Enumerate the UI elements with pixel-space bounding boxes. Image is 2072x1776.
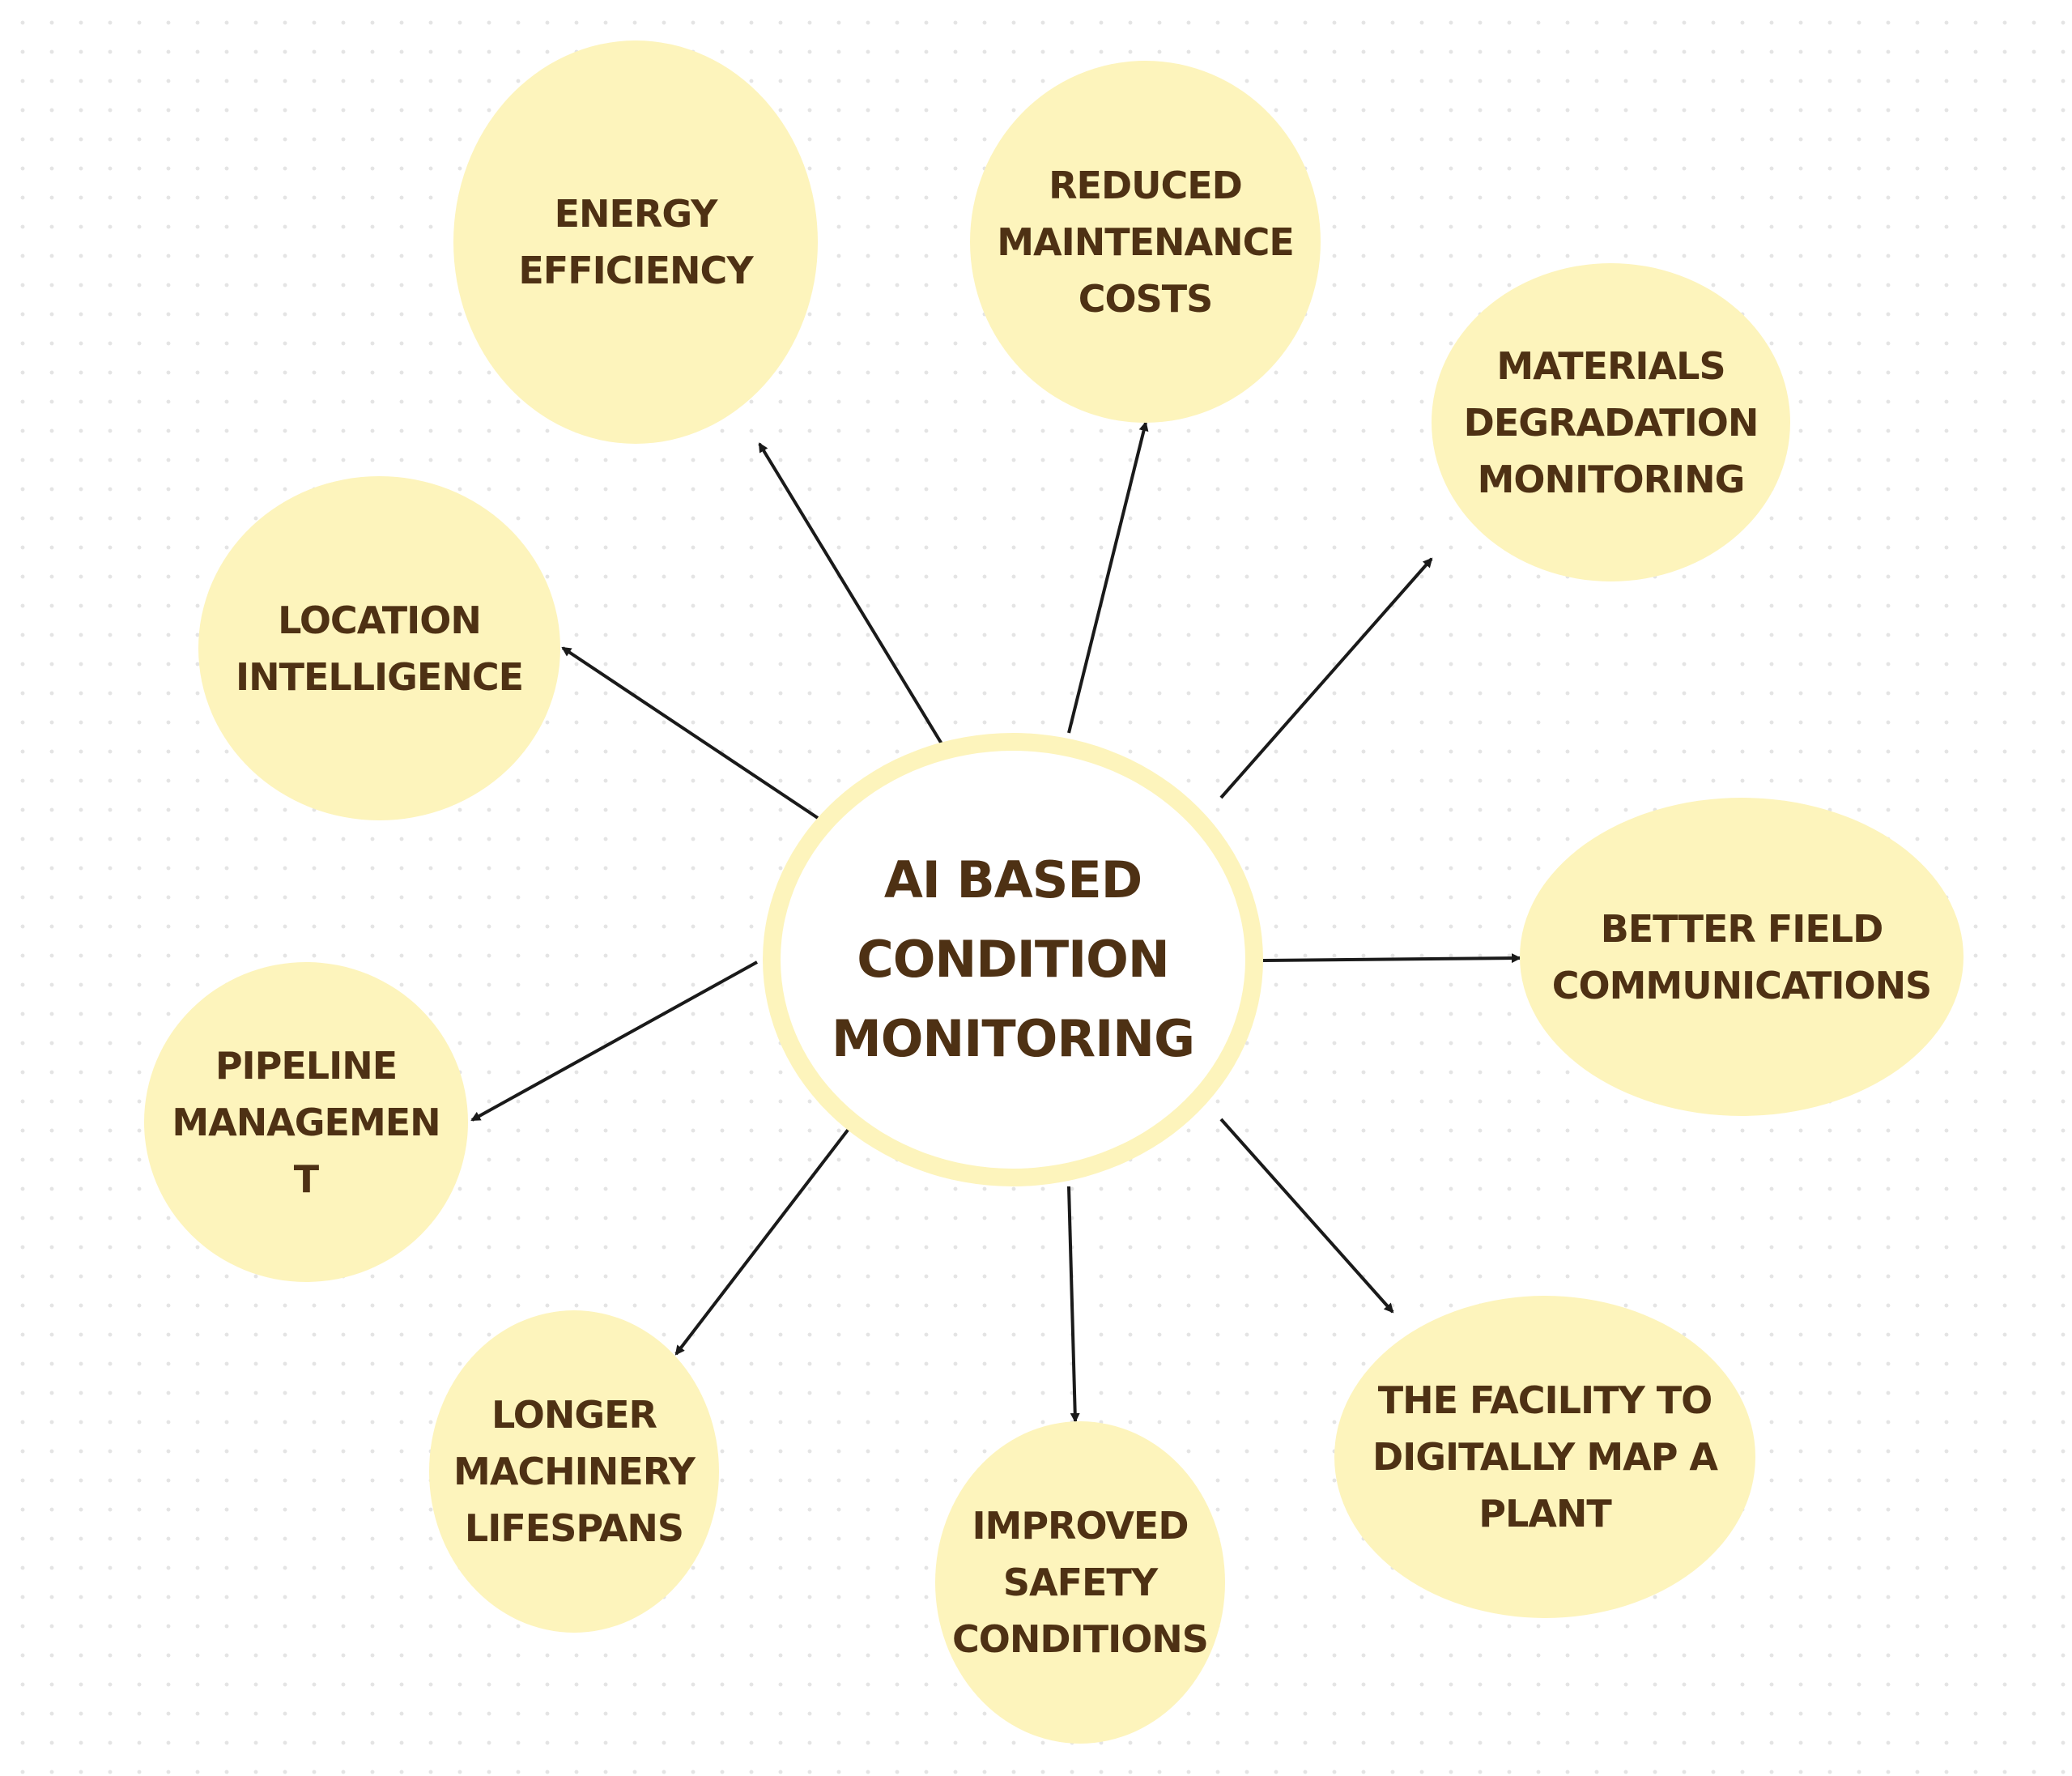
node-reduced-maintenance-costs: REDUCED MAINTENANCE COSTS [970, 61, 1321, 423]
node-facility-digital-map: THE FACILITY TO DIGITALLY MAP A PLANT [1334, 1296, 1755, 1618]
center-hub-label: AI BASED CONDITION MONITORING [832, 850, 1195, 1068]
arrow-to-safety [1067, 1186, 1080, 1423]
arrow-to-pipeline [470, 960, 758, 1122]
node-improved-safety-conditions-label: IMPROVED SAFETY CONDITIONS [952, 1504, 1209, 1661]
node-energy-efficiency: ENERGY EFFICIENCY [453, 40, 818, 444]
arrow-to-materials [1219, 557, 1433, 799]
node-longer-machinery-lifespans: LONGER MACHINERY LIFESPANS [429, 1310, 719, 1633]
node-improved-safety-conditions: IMPROVED SAFETY CONDITIONS [935, 1421, 1225, 1744]
arrow-to-location [561, 646, 819, 820]
node-reduced-maintenance-costs-label: REDUCED MAINTENANCE COSTS [997, 163, 1295, 321]
node-location-intelligence: LOCATION INTELLIGENCE [198, 476, 560, 820]
center-hub: AI BASED CONDITION MONITORING [763, 733, 1263, 1186]
arrow-to-energy [758, 442, 947, 751]
arrow-to-field [1262, 953, 1521, 964]
node-materials-degradation-monitoring-label: MATERIALS DEGRADATION MONITORING [1463, 343, 1759, 501]
node-facility-digital-map-label: THE FACILITY TO DIGITALLY MAP A PLANT [1372, 1378, 1718, 1535]
node-pipeline-management-label: PIPELINE MANAGEMEN T [172, 1043, 440, 1201]
node-energy-efficiency-label: ENERGY EFFICIENCY [518, 192, 753, 292]
node-better-field-communications: BETTER FIELD COMMUNICATIONS [1520, 798, 1964, 1116]
arrow-to-machinery [674, 1120, 856, 1356]
node-longer-machinery-lifespans-label: LONGER MACHINERY LIFESPANS [453, 1393, 696, 1550]
node-materials-degradation-monitoring: MATERIALS DEGRADATION MONITORING [1432, 263, 1790, 581]
node-pipeline-management: PIPELINE MANAGEMEN T [144, 962, 468, 1282]
arrow-to-facility [1219, 1118, 1394, 1314]
arrow-to-maintenance [1067, 421, 1149, 734]
node-better-field-communications-label: BETTER FIELD COMMUNICATIONS [1551, 906, 1932, 1007]
node-location-intelligence-label: LOCATION INTELLIGENCE [235, 598, 524, 699]
